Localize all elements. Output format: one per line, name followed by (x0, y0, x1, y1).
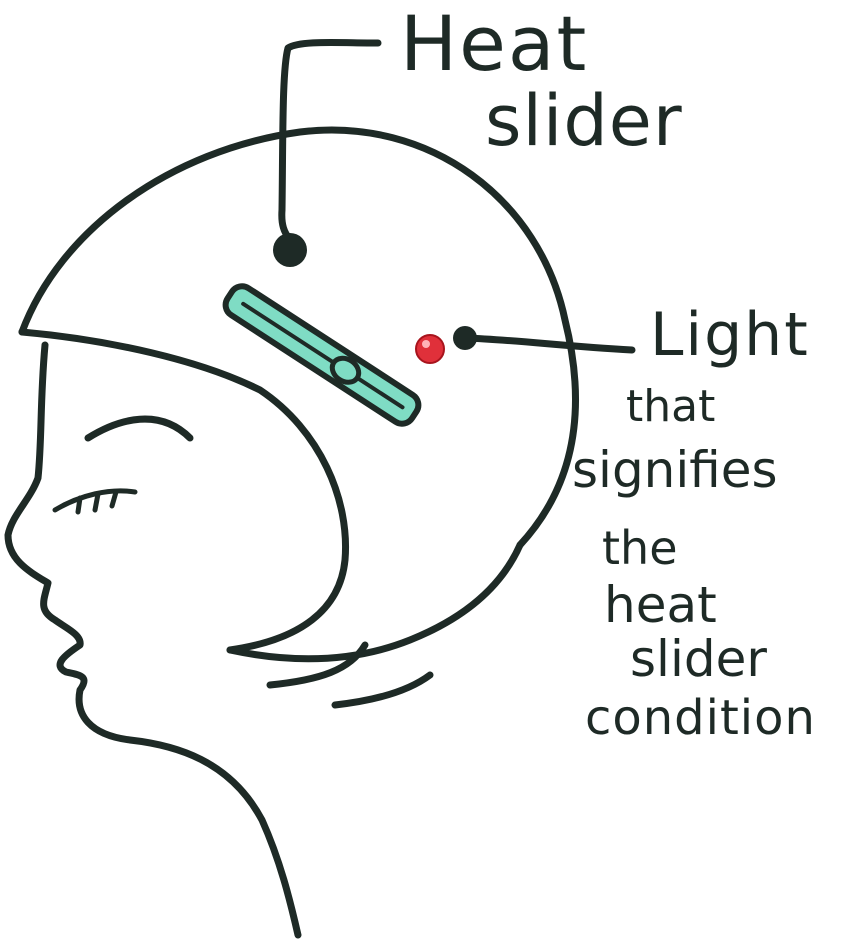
helmet-rim (18, 328, 350, 654)
heat-slider (222, 283, 422, 427)
light-label-line1: Light (650, 300, 810, 370)
light-label-line3: signifies (572, 441, 778, 499)
light-label-line7: condition (585, 690, 816, 746)
heat-slider-leader-dot (273, 233, 307, 267)
hair-strand (331, 671, 434, 709)
status-light (415, 334, 445, 364)
heat-slider-leader-line (278, 38, 382, 244)
eyelash (92, 491, 101, 513)
hair-strand (266, 641, 369, 689)
status-light-highlight (422, 340, 430, 348)
light-label-line2: that (626, 381, 716, 432)
eyelash (109, 489, 119, 509)
light-label-line5: heat (604, 576, 717, 634)
helmet-outline (18, 126, 580, 549)
light-leader-line (461, 334, 636, 354)
eyebrow (84, 415, 194, 442)
head-profile (4, 341, 302, 939)
heat-slider-label-line1: Heat (400, 0, 589, 88)
helmet-back-edge (226, 541, 524, 663)
eye (52, 488, 138, 513)
heat-slider-label-line2: slider (485, 80, 683, 162)
light-label-line6: slider (630, 630, 767, 688)
eyelash (75, 495, 83, 515)
light-label-line4: the (602, 521, 678, 575)
slider-knob (329, 355, 362, 385)
